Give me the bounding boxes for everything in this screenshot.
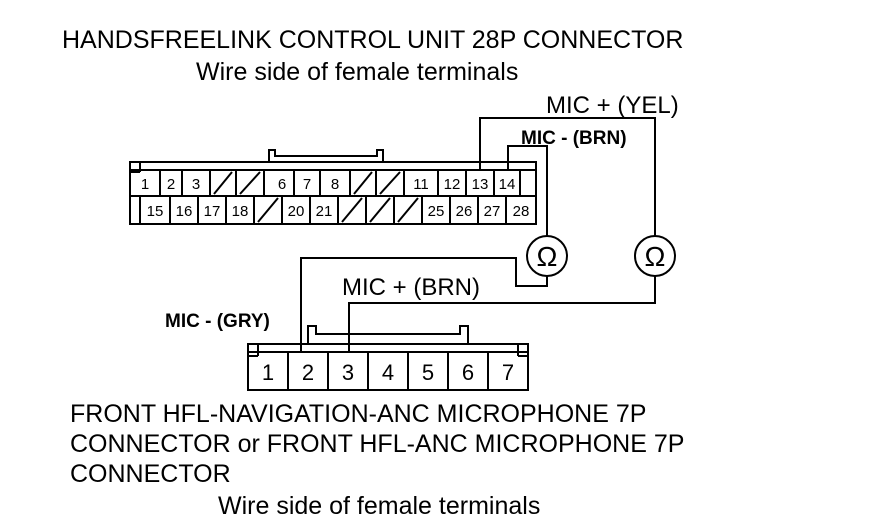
bottom-connector-title-line1: FRONT HFL-NAVIGATION-ANC MICROPHONE 7P <box>70 400 647 428</box>
top-pin-label: 14 <box>499 176 516 193</box>
mic-pin-label: 7 <box>502 360 514 385</box>
bottom-connector-title-line3: CONNECTOR <box>70 460 231 488</box>
bottom-row-pin-label: 15 <box>147 203 164 220</box>
bottom-row-pin-label: 20 <box>288 203 305 220</box>
bottom-row-pin-label: 27 <box>484 203 501 220</box>
top-pin-label: 12 <box>444 176 461 193</box>
bottom-row-pin-label: 18 <box>232 203 249 220</box>
wire-mic-minus-gry <box>300 257 548 352</box>
ohmmeter-circle-right <box>634 235 676 277</box>
mic-pin-label: 3 <box>342 360 354 385</box>
mic-pin-label: 2 <box>302 360 314 385</box>
wire-label-mic-plus-yel: MIC + (YEL) <box>546 92 679 119</box>
mic-pin-label: 4 <box>382 360 394 385</box>
top-connector-subtitle: Wire side of female terminals <box>196 58 519 86</box>
bottom-connector-title-line2: CONNECTOR or FRONT HFL-ANC MICROPHONE 7P <box>70 430 685 458</box>
mic-pin-label: 5 <box>422 360 434 385</box>
bottom-row-pin-label: 26 <box>456 203 473 220</box>
top-pin-label: 13 <box>472 176 489 193</box>
top-pin-label: 2 <box>167 176 175 193</box>
wire-mic-plus-brn <box>348 276 656 352</box>
top-pin-label: 1 <box>141 176 149 193</box>
wire-mic-minus-brn <box>507 145 548 236</box>
top-pin-label: 7 <box>303 176 311 193</box>
wire-label-mic-minus-brn: MIC - (BRN) <box>521 128 627 149</box>
wire-mic-plus-yel <box>479 117 656 236</box>
top-connector-blank-slashes <box>213 171 419 223</box>
ohmmeter-circle-left <box>526 235 568 277</box>
mic-pin-label: 6 <box>462 360 474 385</box>
top-row-grid <box>130 169 536 196</box>
bottom-row-pin-label: 28 <box>513 203 530 220</box>
ohm-symbol-right: Ω <box>645 241 666 272</box>
bottom-row-pin-label: 25 <box>428 203 445 220</box>
bottom-connector-subtitle: Wire side of female terminals <box>218 492 541 520</box>
bottom-row-grid <box>139 196 507 224</box>
top-pin-label: 3 <box>192 176 200 193</box>
top-connector-title: HANDSFREELINK CONTROL UNIT 28P CONNECTOR <box>62 26 684 54</box>
bottom-connector-housing <box>247 325 529 391</box>
top-pin-label: 8 <box>331 176 339 193</box>
top-pin-label: 11 <box>413 176 429 193</box>
bottom-row-pin-label: 16 <box>176 203 193 220</box>
bottom-row-pin-label: 17 <box>204 203 221 220</box>
wire-label-mic-plus-brn: MIC + (BRN) <box>342 274 480 301</box>
wire-label-mic-minus-gry: MIC - (GRY) <box>165 311 270 332</box>
top-pin-label: 6 <box>278 176 286 193</box>
mic-pin-label: 1 <box>262 360 274 385</box>
ohm-symbol-left: Ω <box>537 241 558 272</box>
bottom-row-pin-label: 21 <box>316 203 333 220</box>
